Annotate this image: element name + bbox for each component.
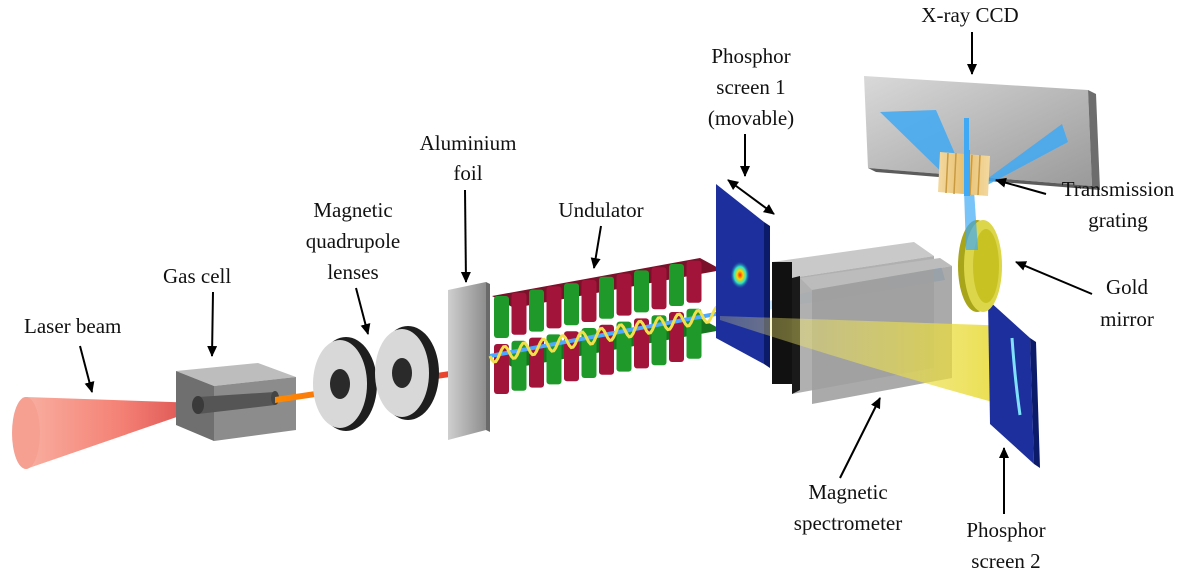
phosphor-screen-2 — [988, 300, 1040, 468]
arrow-gas-cell — [207, 291, 218, 357]
electron-beam-undulator — [489, 306, 749, 358]
label-phosphor1-3: (movable) — [708, 106, 794, 130]
label-phosphor2-1: Phosphor — [966, 518, 1045, 542]
undulator-magnet-bottom — [529, 337, 544, 388]
gold-mirror — [958, 220, 1002, 312]
quadrupole-lens-1 — [313, 337, 377, 431]
deflected-electron-fan — [720, 316, 1022, 410]
label-quad-2: quadrupole — [306, 229, 400, 253]
undulator-magnet-top — [599, 276, 614, 319]
undulator-magnet-top — [651, 267, 667, 310]
aluminium-foil — [448, 282, 490, 440]
label-xray-ccd: X-ray CCD — [921, 3, 1018, 27]
undulator-magnet-top — [616, 273, 632, 316]
undulator-magnet-bottom — [651, 315, 667, 366]
electron-wiggle — [488, 305, 724, 364]
label-foil-2: foil — [453, 161, 482, 185]
label-gold-1: Gold — [1106, 275, 1149, 299]
label-gas-cell: Gas cell — [163, 264, 231, 288]
label-phosphor2-2: screen 2 — [971, 549, 1040, 573]
undulator-magnet-top — [634, 270, 649, 313]
quadrupole-lens-2 — [375, 326, 439, 420]
arrow-quad — [355, 287, 371, 335]
label-spectrometer-1: Magnetic — [808, 480, 887, 504]
label-spectrometer-2: spectrometer — [794, 511, 902, 535]
arrow-grating — [995, 177, 1047, 195]
label-phosphor1-1: Phosphor — [711, 44, 790, 68]
gas-cell — [176, 363, 296, 441]
arrow-gold-mirror — [1015, 261, 1093, 295]
label-undulator: Undulator — [558, 198, 643, 222]
undulator-magnet-bottom — [599, 324, 614, 375]
label-grating-1: Transmission — [1062, 177, 1175, 201]
undulator-magnet-top — [686, 260, 702, 303]
arrow-phosphor1-movable — [727, 179, 775, 215]
label-quad-3: lenses — [327, 260, 378, 284]
arrow-laser-beam — [79, 345, 95, 393]
undulator-magnet-top — [564, 283, 579, 326]
undulator-magnet-top — [494, 296, 509, 338]
undulator-magnet-top — [511, 292, 527, 335]
label-gold-2: mirror — [1100, 307, 1154, 331]
arrow-foil — [460, 189, 471, 283]
arrow-undulator — [590, 225, 602, 269]
undulator-magnet-top — [546, 286, 562, 329]
undulator-magnet-top — [669, 264, 684, 306]
label-laser-beam: Laser beam — [24, 314, 121, 338]
arrow-spectrometer — [839, 397, 881, 479]
labels: Laser beam Gas cell Magnetic quadrupole … — [24, 3, 1175, 573]
label-quad-1: Magnetic — [313, 198, 392, 222]
label-grating-2: grating — [1088, 208, 1148, 232]
transmission-grating — [938, 150, 990, 196]
undulator-magnet-top — [529, 289, 544, 332]
pointer-arrows — [79, 32, 1093, 514]
undulator-magnet-top — [581, 280, 597, 322]
label-foil-1: Aluminium — [420, 131, 517, 155]
undulator — [488, 258, 749, 394]
phosphor-screen-1 — [716, 184, 770, 368]
laser-beam — [12, 397, 200, 469]
label-phosphor1-2: screen 1 — [716, 75, 785, 99]
